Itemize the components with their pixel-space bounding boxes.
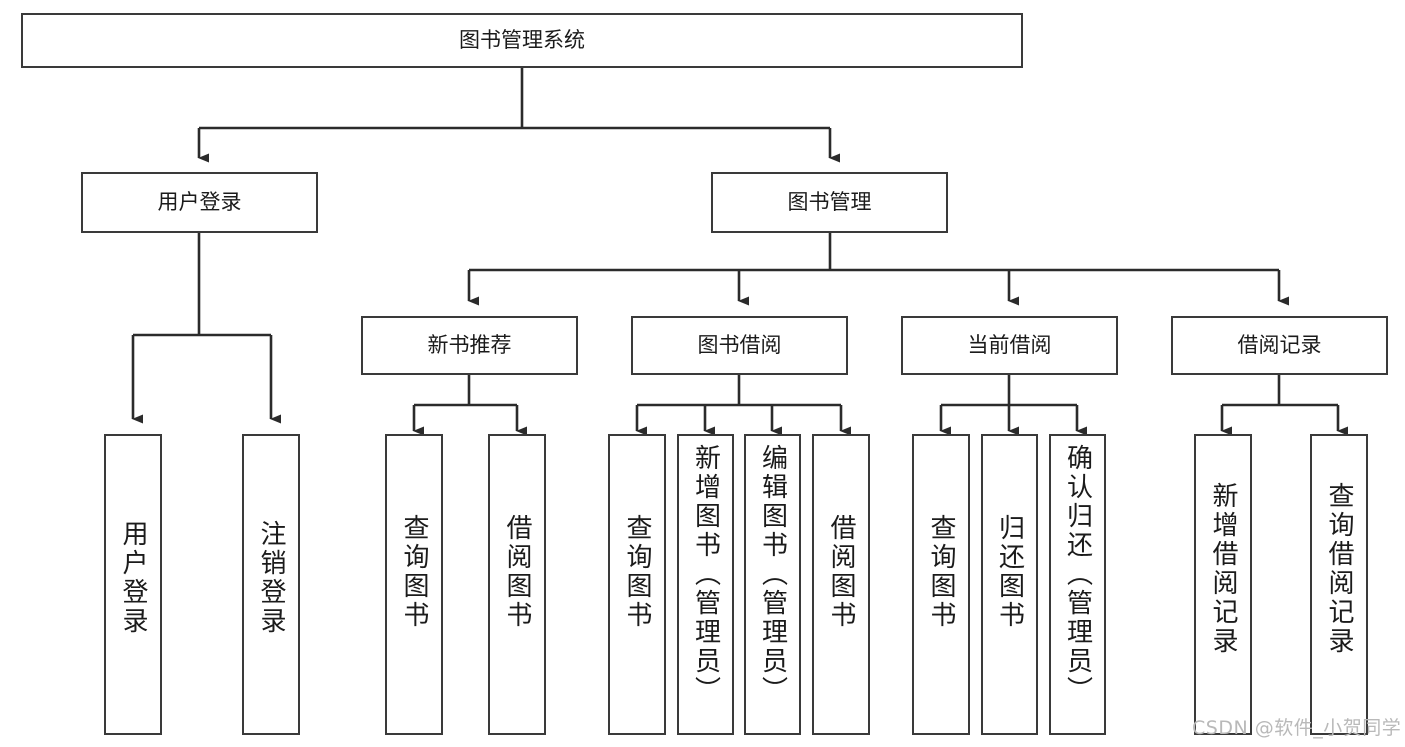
node-label: 新增图书（管理员） bbox=[690, 444, 721, 705]
node-label: 当前借阅 bbox=[967, 333, 1052, 358]
node-book-borrow[interactable]: 图书借阅 bbox=[631, 316, 848, 375]
node-label: 查询借阅记录 bbox=[1324, 482, 1354, 656]
leaf-query-borrow-record[interactable]: 查询借阅记录 bbox=[1310, 434, 1368, 735]
node-label: 图书管理 bbox=[787, 190, 872, 215]
node-label: 查询图书 bbox=[622, 514, 652, 630]
node-current-borrow[interactable]: 当前借阅 bbox=[901, 316, 1118, 375]
node-new-book-recommend[interactable]: 新书推荐 bbox=[361, 316, 578, 375]
node-label: 用户登录 bbox=[157, 190, 242, 215]
leaf-query-book-current[interactable]: 查询图书 bbox=[912, 434, 970, 735]
node-label: 编辑图书（管理员） bbox=[757, 444, 788, 705]
node-borrow-record[interactable]: 借阅记录 bbox=[1171, 316, 1388, 375]
node-system-root[interactable]: 图书管理系统 bbox=[21, 13, 1023, 68]
leaf-borrow-book[interactable]: 借阅图书 bbox=[812, 434, 870, 735]
leaf-logout-login[interactable]: 注销登录 bbox=[242, 434, 300, 735]
node-user-login[interactable]: 用户登录 bbox=[81, 172, 318, 233]
node-label: 注销登录 bbox=[256, 520, 286, 636]
leaf-add-borrow-record[interactable]: 新增借阅记录 bbox=[1194, 434, 1252, 735]
node-label: 查询图书 bbox=[926, 514, 956, 630]
node-label: 查询图书 bbox=[399, 514, 429, 630]
node-book-manage[interactable]: 图书管理 bbox=[711, 172, 948, 233]
leaf-edit-book[interactable]: 编辑图书（管理员） bbox=[744, 434, 801, 735]
node-label: 归还图书 bbox=[994, 514, 1025, 630]
node-label: 借阅记录 bbox=[1237, 333, 1322, 358]
node-label: 新书推荐 bbox=[427, 333, 512, 358]
csdn-watermark: CSDN @软件_小贺同学 bbox=[1192, 717, 1402, 739]
node-label: 新增借阅记录 bbox=[1208, 482, 1238, 656]
node-label: 用户登录 bbox=[118, 520, 148, 636]
leaf-add-book[interactable]: 新增图书（管理员） bbox=[677, 434, 734, 735]
leaf-query-book-recommend[interactable]: 查询图书 bbox=[385, 434, 443, 735]
leaf-borrow-book-recommend[interactable]: 借阅图书 bbox=[488, 434, 546, 735]
leaf-query-book-borrow[interactable]: 查询图书 bbox=[608, 434, 666, 735]
node-label: 借阅图书 bbox=[826, 514, 856, 630]
leaf-return-book[interactable]: 归还图书 bbox=[981, 434, 1038, 735]
leaf-user-login[interactable]: 用户登录 bbox=[104, 434, 162, 735]
node-label: 确认归还（管理员） bbox=[1062, 444, 1093, 705]
node-label: 图书借阅 bbox=[697, 333, 782, 358]
node-label: 图书管理系统 bbox=[459, 28, 585, 53]
leaf-confirm-return[interactable]: 确认归还（管理员） bbox=[1049, 434, 1106, 735]
node-label: 借阅图书 bbox=[502, 514, 532, 630]
